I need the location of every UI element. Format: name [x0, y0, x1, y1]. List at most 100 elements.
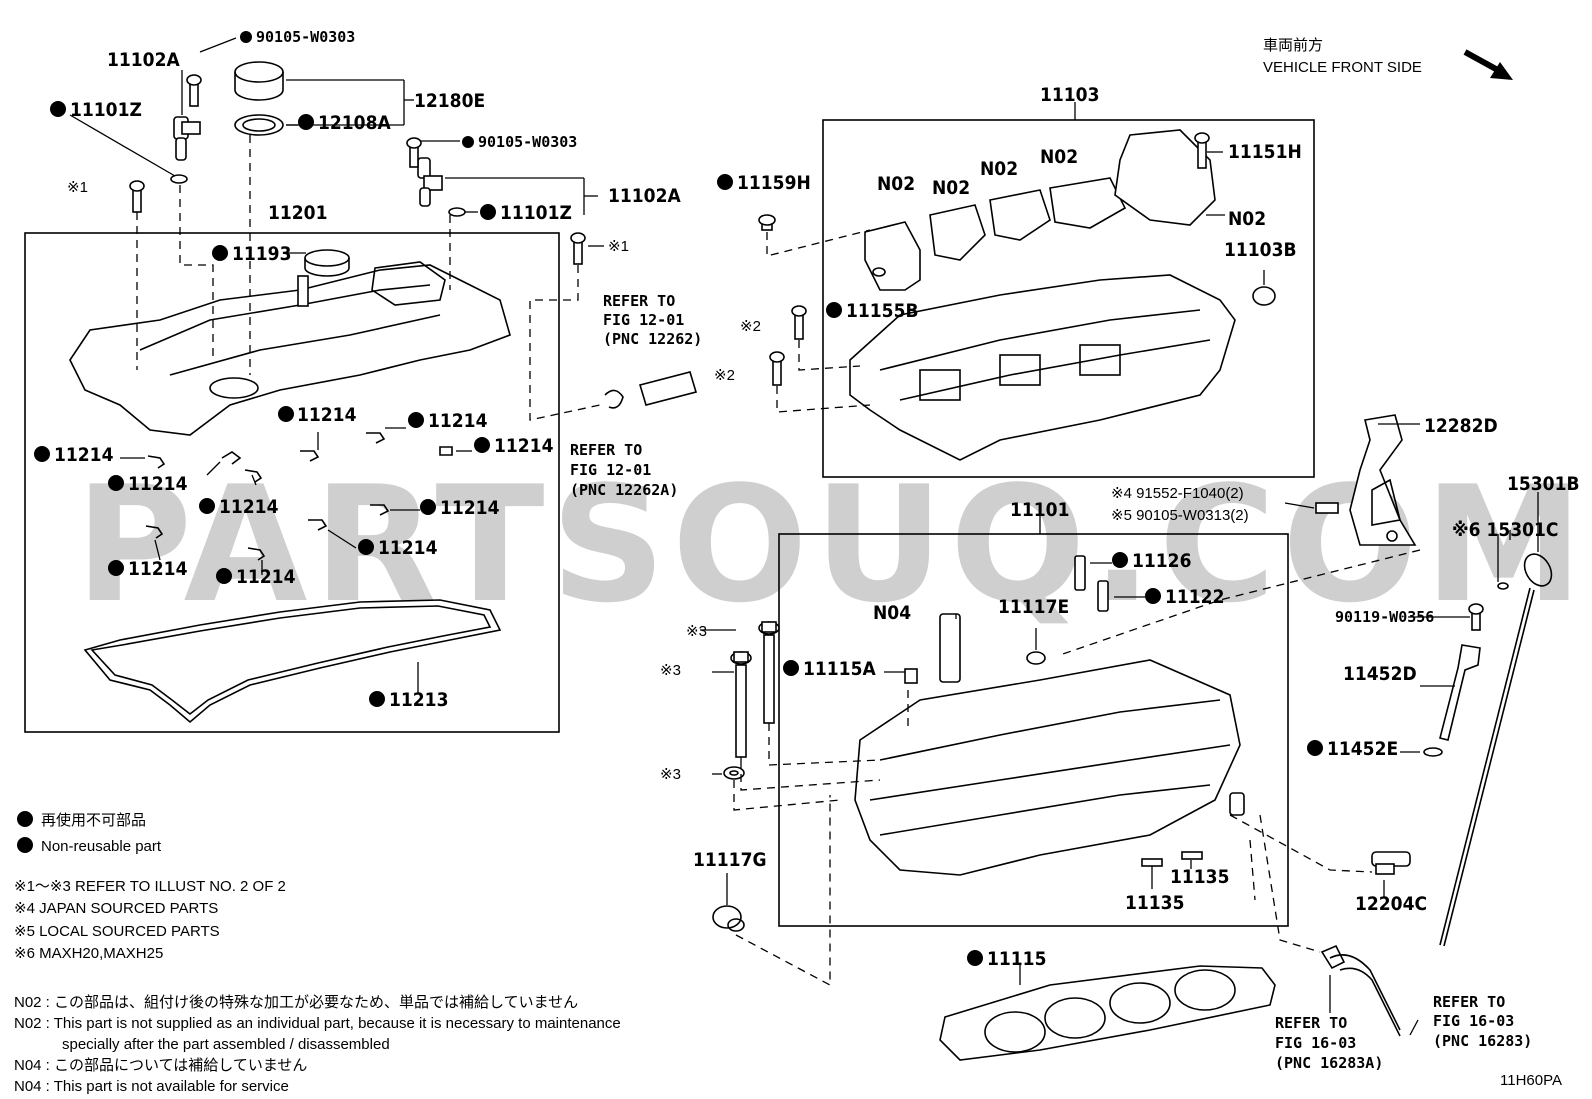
label-n04[interactable]: N04: [873, 602, 911, 624]
label-11214-e[interactable]: 11214: [128, 473, 188, 495]
label-11117e[interactable]: 11117E: [998, 596, 1069, 618]
label-11117g[interactable]: 11117G: [693, 849, 767, 871]
oil-filler-cap-drawing: [234, 61, 284, 136]
label-15301c[interactable]: ※6 15301C: [1452, 519, 1558, 541]
label-90105-w0303-mid[interactable]: 90105-W0303: [478, 133, 577, 151]
non-reusable-dot: [826, 302, 842, 318]
refer1-line1[interactable]: REFER TO: [603, 292, 675, 310]
non-reusable-dot: [967, 950, 983, 966]
refer3-line2[interactable]: FIG 16-03: [1275, 1034, 1356, 1052]
label-n02-3[interactable]: N02: [980, 158, 1018, 180]
legend-en: Non-reusable part: [41, 838, 162, 855]
refer3-line3[interactable]: (PNC 16283A): [1275, 1054, 1383, 1072]
label-11193[interactable]: 11193: [232, 243, 291, 265]
non-reusable-dot: [462, 136, 474, 148]
label-90119-w0356[interactable]: 90119-W0356: [1335, 608, 1434, 626]
label-11214-c[interactable]: 11214: [494, 435, 554, 457]
label-11103[interactable]: 11103: [1040, 84, 1099, 106]
label-11126[interactable]: 11126: [1132, 550, 1191, 572]
label-bolt-note5[interactable]: ※5 90105-W0313(2): [1111, 507, 1249, 524]
legend: 再使用不可部品 Non-reusable part: [17, 811, 162, 855]
label-11135-a[interactable]: 11135: [1170, 866, 1229, 888]
cylinder-head-cover-box: [24, 232, 560, 733]
refer2-line3[interactable]: (PNC 12262A): [570, 481, 678, 499]
label-11135-b[interactable]: 11135: [1125, 892, 1184, 914]
bolt-note1-right: [570, 232, 586, 265]
label-11122[interactable]: 11122: [1165, 586, 1224, 608]
hose-connector-drawing: [604, 371, 698, 409]
label-n02-2[interactable]: N02: [932, 177, 970, 199]
refer3-line1[interactable]: REFER TO: [1275, 1014, 1347, 1032]
head-gasket-drawing: [939, 965, 1276, 1061]
non-reusable-dot: [1145, 588, 1161, 604]
footnote-line: N02 : This part is not supplied as an in…: [14, 1015, 621, 1032]
label-11213[interactable]: 11213: [389, 689, 448, 711]
label-11214-d[interactable]: 11214: [54, 444, 114, 466]
label-11214-f[interactable]: 11214: [219, 496, 279, 518]
refer4-line1[interactable]: REFER TO: [1433, 993, 1505, 1011]
hose-bottom-drawing: [1320, 944, 1401, 1037]
label-12282d[interactable]: 12282D: [1424, 415, 1498, 437]
legend-jp: 再使用不可部品: [41, 812, 146, 829]
footnote-line: N02 : この部品は、組付け後の特殊な加工が必要なため、単品では補給していませ…: [14, 994, 578, 1011]
callout-labels: 11102A 90105-W0303 11101Z 12180E 12108A …: [34, 28, 1580, 1072]
label-note1-right: ※1: [608, 238, 629, 255]
non-reusable-dot: [1307, 740, 1323, 756]
refer1-line3[interactable]: (PNC 12262): [603, 330, 702, 348]
label-11115a[interactable]: 11115A: [803, 658, 876, 680]
note-line: ※1～※3 REFER TO ILLUST NO. 2 OF 2: [14, 878, 286, 895]
label-11102a-top[interactable]: 11102A: [107, 49, 180, 71]
label-11214-i[interactable]: 11214: [128, 558, 188, 580]
legend-dot-icon: [17, 837, 33, 853]
non-reusable-dot: [1112, 552, 1128, 568]
label-11155b[interactable]: 11155B: [846, 300, 919, 322]
label-n02-1[interactable]: N02: [877, 173, 915, 195]
refer4-line2[interactable]: FIG 16-03: [1433, 1012, 1514, 1030]
non-reusable-dot: [34, 446, 50, 462]
camshaft-bearing-caps-drawing: [864, 129, 1276, 306]
label-12204c[interactable]: 12204C: [1355, 893, 1427, 915]
front-side-jp: 車両前方: [1263, 37, 1323, 54]
label-11115[interactable]: 11115: [987, 948, 1046, 970]
label-11214-a[interactable]: 11214: [297, 404, 357, 426]
label-11214-b[interactable]: 11214: [428, 410, 488, 432]
bolt-note1-left: [129, 180, 145, 213]
label-15301b[interactable]: 15301B: [1507, 473, 1580, 495]
label-11201[interactable]: 11201: [268, 202, 327, 224]
label-90105-w0303-top[interactable]: 90105-W0303: [256, 28, 355, 46]
label-11214-g[interactable]: 11214: [440, 497, 500, 519]
label-11102a-mid[interactable]: 11102A: [608, 185, 681, 207]
leader-lines: [69, 37, 1539, 1036]
label-11214-j[interactable]: 11214: [236, 566, 296, 588]
footnote-line: N04 : この部品については補給していません: [14, 1057, 307, 1074]
label-11101z-mid[interactable]: 11101Z: [500, 202, 572, 224]
label-12108a[interactable]: 12108A: [318, 112, 391, 134]
label-note2-a: ※2: [740, 318, 761, 335]
front-side-en: VEHICLE FRONT SIDE: [1263, 59, 1422, 76]
label-note2-b: ※2: [714, 367, 735, 384]
non-reusable-dot: [240, 31, 252, 43]
label-11452e[interactable]: 11452E: [1327, 738, 1398, 760]
dashed-assembly-lines: [136, 135, 1421, 987]
front-arrow-icon: [1463, 49, 1513, 80]
refer2-line2[interactable]: FIG 12-01: [570, 461, 651, 479]
refer4-line3[interactable]: (PNC 16283): [1433, 1032, 1532, 1050]
refer2-line1[interactable]: REFER TO: [570, 441, 642, 459]
label-11101[interactable]: 11101: [1010, 499, 1069, 521]
label-11151h[interactable]: 11151H: [1228, 141, 1302, 163]
label-11159h[interactable]: 11159H: [737, 172, 811, 194]
non-reusable-dot: [216, 568, 232, 584]
label-n02-4[interactable]: N02: [1040, 146, 1078, 168]
label-bolt-note4[interactable]: ※4 91552-F1040(2): [1111, 485, 1244, 502]
refer1-line2[interactable]: FIG 12-01: [603, 311, 684, 329]
note-line: ※4 JAPAN SOURCED PARTS: [14, 900, 218, 917]
label-11103b[interactable]: 11103B: [1224, 239, 1297, 261]
non-reusable-dot: [298, 114, 314, 130]
label-11214-h[interactable]: 11214: [378, 537, 438, 559]
label-n02-5[interactable]: N02: [1228, 208, 1266, 230]
label-11101z-top[interactable]: 11101Z: [70, 99, 142, 121]
clamp-drawings: [145, 432, 453, 561]
label-12180e[interactable]: 12180E: [414, 90, 485, 112]
label-11452d[interactable]: 11452D: [1343, 663, 1417, 685]
oil-pressure-switch-drawing: [1371, 851, 1411, 875]
